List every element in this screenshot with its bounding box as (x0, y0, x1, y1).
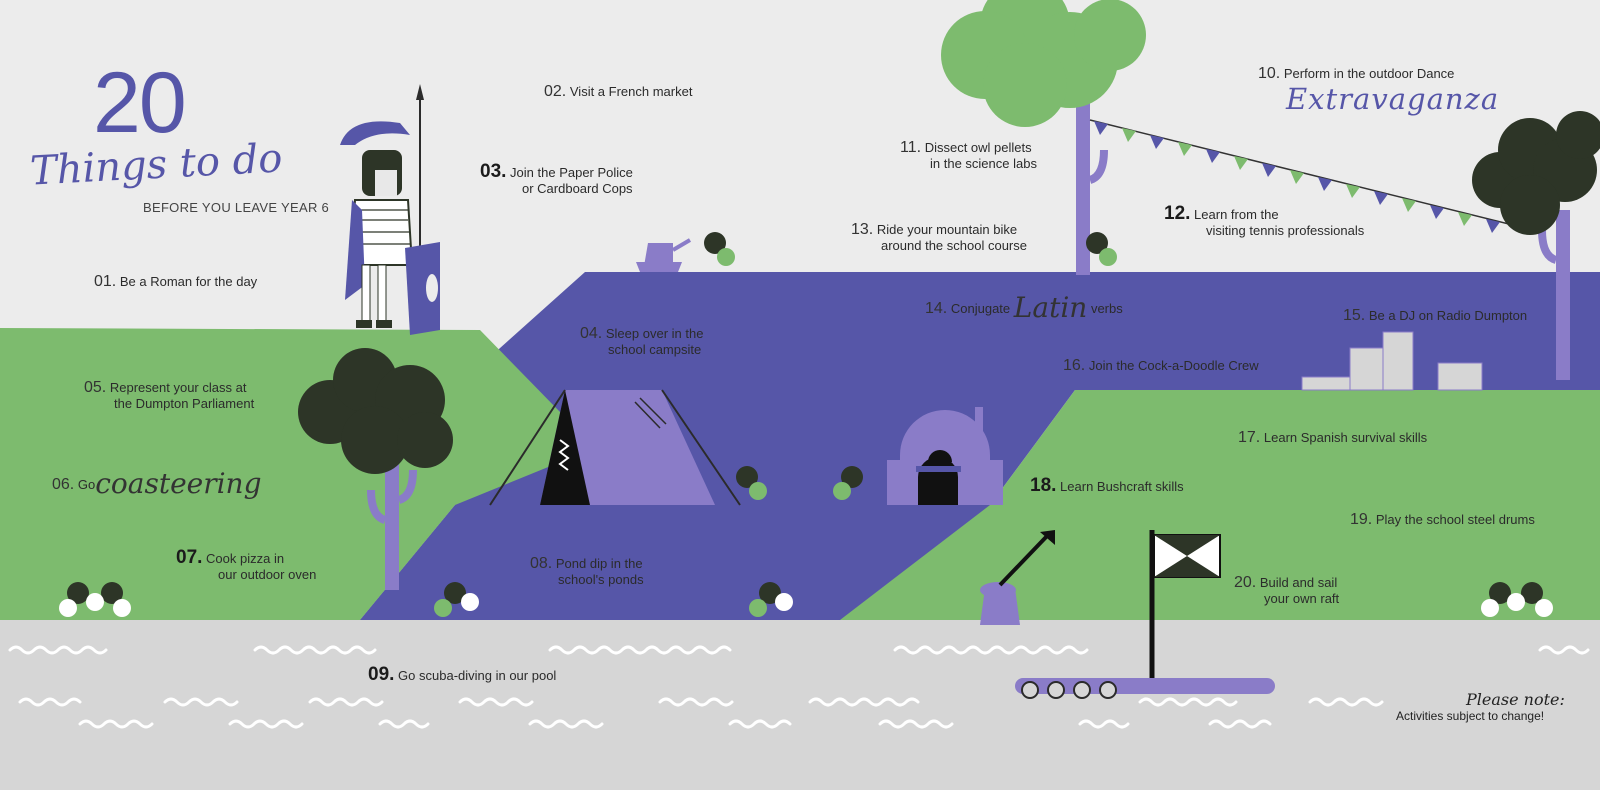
activity-number: 08. (530, 555, 553, 572)
activity-text: Go (77, 477, 96, 492)
activity-05: 05. Represent your class at the Dumpton … (84, 380, 254, 412)
activity-number: 15. (1343, 307, 1366, 324)
activity-text-line2: in the science labs (930, 156, 1037, 171)
right-green-hill (840, 390, 1600, 620)
activity-13: 13. Ride your mountain bike around the s… (851, 222, 1027, 254)
activity-number: 10. (1258, 65, 1281, 82)
activity-number: 02. (544, 83, 567, 100)
roman-soldier (340, 84, 440, 335)
activity-12: 12. Learn from the visiting tennis profe… (1164, 203, 1365, 239)
activity-number: 16. (1063, 357, 1086, 374)
right-tree (1472, 111, 1600, 380)
left-dark-tree (298, 348, 453, 590)
activity-text-line2: around the school course (881, 238, 1027, 253)
activity-number: 06. (52, 476, 75, 493)
activity-02: 02. Visit a French market (544, 84, 692, 100)
activity-08: 08. Pond dip in the school's ponds (530, 556, 644, 588)
activity-text: Play the school steel drums (1375, 512, 1535, 527)
activity-number: 14. (925, 300, 948, 317)
shrubs (59, 232, 1553, 617)
activity-text: Dissect owl pellets (924, 140, 1032, 155)
activity-text: Cook pizza in (206, 551, 285, 566)
activity-text: Be a DJ on Radio Dumpton (1368, 308, 1528, 323)
activity-text-line2: or Cardboard Cops (522, 181, 633, 196)
activity-03: 03. Join the Paper Police or Cardboard C… (480, 161, 633, 197)
wave-lines (8, 645, 1590, 729)
activity-text: Pond dip in the (555, 556, 643, 571)
activity-10-script-word: Extravaganza (1286, 82, 1500, 116)
tent (489, 389, 741, 506)
activity-01: 01. Be a Roman for the day (94, 274, 257, 290)
activity-20: 20. Build and sail your own raft (1234, 575, 1339, 607)
activity-text: Perform in the outdoor Dance (1283, 66, 1455, 81)
axe-stump (980, 530, 1055, 625)
activity-script-word: coasteering (95, 467, 262, 500)
activity-11: 11. Dissect owl pellets in the science l… (900, 140, 1037, 172)
activity-text: Learn Bushcraft skills (1060, 479, 1184, 494)
activity-text: Sleep over in the (605, 326, 704, 341)
activity-text-line2: school's ponds (558, 572, 644, 587)
activity-16: 16. Join the Cock-a-Doodle Crew (1063, 358, 1259, 374)
activity-06: 06. Gocoasteering (52, 470, 262, 498)
activity-17: 17. Learn Spanish survival skills (1238, 430, 1427, 446)
activity-text: Learn Spanish survival skills (1263, 430, 1428, 445)
activity-number: 01. (94, 273, 117, 290)
activity-script-word: Latin (1013, 291, 1088, 324)
bunting (1089, 119, 1526, 233)
activity-text-line2: your own raft (1264, 591, 1340, 606)
activity-text: Build and sail (1259, 575, 1338, 590)
radio-buildings (1301, 331, 1483, 391)
activity-text: Ride your mountain bike (876, 222, 1018, 237)
activity-14: 14. Conjugate Latin verbs (925, 294, 1123, 322)
heading-subtitle: BEFORE YOU LEAVE YEAR 6 (143, 200, 330, 215)
activity-text-line2: school campsite (608, 342, 702, 357)
raft-flag (1015, 530, 1275, 699)
note-body: Activities subject to change! (1396, 709, 1545, 723)
activity-text-line2: the Dumpton Parliament (114, 396, 255, 411)
activity-number: 13. (851, 221, 874, 238)
activity-10: 10. Perform in the outdoor Dance (1258, 66, 1454, 82)
activity-number: 12. (1164, 203, 1191, 224)
activity-text: Learn from the (1194, 207, 1279, 222)
activity-text: Join the Cock-a-Doodle Crew (1088, 358, 1259, 373)
activity-text: Join the Paper Police (510, 165, 633, 180)
activity-number: 05. (84, 379, 107, 396)
activity-number: 04. (580, 325, 603, 342)
activity-09: 09. Go scuba-diving in our pool (368, 664, 557, 685)
activity-number: 09. (368, 664, 395, 685)
activity-number: 03. (480, 161, 507, 182)
activity-07: 07. Cook pizza in our outdoor oven (176, 547, 317, 583)
activity-text: Go scuba-diving in our pool (398, 668, 557, 683)
pizza-oven (887, 407, 1003, 505)
stump-top (636, 238, 692, 272)
activity-number: 18. (1030, 475, 1057, 496)
activity-number: 17. (1238, 429, 1261, 446)
note-title: Please note: (1466, 690, 1565, 709)
activity-text: Represent your class at (109, 380, 247, 395)
activity-number: 11. (900, 139, 922, 156)
activity-number: 19. (1350, 511, 1373, 528)
activity-number: 07. (176, 547, 203, 568)
activity-text-after: verbs (1090, 301, 1123, 316)
activity-text: Visit a French market (569, 84, 693, 99)
activity-19: 19. Play the school steel drums (1350, 512, 1535, 528)
activity-number: 20. (1234, 574, 1257, 591)
heading-number: 20 (93, 55, 187, 151)
activity-text: Be a Roman for the day (119, 274, 258, 289)
activity-15: 15. Be a DJ on Radio Dumpton (1343, 308, 1527, 324)
activity-text-line2: our outdoor oven (218, 567, 317, 582)
pool-water (0, 620, 1600, 790)
activity-text: Conjugate (950, 301, 1011, 316)
activity-18: 18. Learn Bushcraft skills (1030, 475, 1184, 496)
tall-tree-center (941, 0, 1146, 275)
activity-text-line2: visiting tennis professionals (1206, 223, 1365, 238)
activity-04: 04. Sleep over in the school campsite (580, 326, 703, 358)
